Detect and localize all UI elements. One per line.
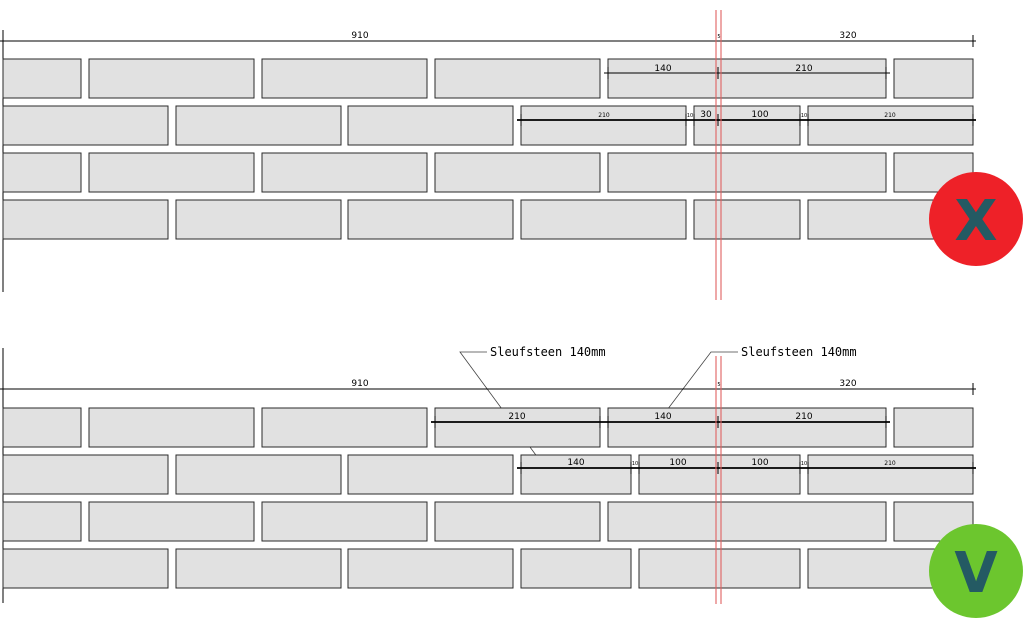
brick-row-2 — [2, 105, 974, 146]
brick — [2, 199, 169, 240]
right-badge-letter: V — [954, 541, 998, 606]
brick — [2, 407, 82, 448]
dim-row1-a: 210 — [508, 412, 525, 422]
wrong-badge: X — [929, 172, 1023, 266]
brick — [693, 105, 801, 146]
dim-total: 910 — [351, 379, 368, 389]
row1-dimension: 210 140 210 — [431, 412, 890, 428]
brick — [347, 199, 514, 240]
brick — [2, 454, 169, 495]
brick — [638, 454, 801, 495]
brick — [175, 105, 342, 146]
brick — [434, 501, 601, 542]
dim-row2-f: 210 — [884, 460, 896, 467]
dim-small: 5 — [717, 34, 720, 40]
brick — [434, 407, 601, 448]
slot-brick-note-right: Sleufsteen 140mm — [660, 345, 857, 419]
wrong-example: 910 320 5 140 210 210 10 30 100 — [0, 10, 1023, 300]
brick — [175, 548, 342, 589]
brick — [88, 501, 255, 542]
brick — [2, 548, 169, 589]
brick — [88, 58, 255, 99]
dim-row2-b: 10 — [632, 461, 638, 467]
row1-dimension: 140 210 — [604, 64, 890, 79]
dim-row2-d: 100 — [751, 458, 768, 468]
brick — [347, 548, 514, 589]
brick — [893, 58, 974, 99]
brick — [261, 501, 428, 542]
brick — [2, 105, 169, 146]
brick — [347, 454, 514, 495]
dim-row2-c: 30 — [700, 110, 712, 120]
brick — [261, 407, 428, 448]
dim-row1-right: 210 — [795, 64, 812, 74]
brick-row-4 — [2, 548, 974, 589]
dim-right-total: 320 — [839, 31, 856, 41]
right-badge: V — [929, 524, 1023, 618]
dim-row2-a: 140 — [567, 458, 584, 468]
overall-dimension: 910 320 5 — [0, 31, 976, 47]
brick-row-1 — [2, 58, 974, 99]
brick — [175, 199, 342, 240]
dim-row1-b: 140 — [654, 412, 671, 422]
brick — [693, 199, 801, 240]
overall-dimension: 910 320 5 — [0, 379, 976, 395]
brick — [807, 105, 974, 146]
brick — [434, 58, 601, 99]
brick — [893, 407, 974, 448]
brick-row-1 — [2, 407, 974, 448]
brick — [607, 407, 887, 448]
wrong-badge-circle — [929, 172, 1023, 266]
note-right-text: Sleufsteen 140mm — [741, 345, 857, 359]
brick — [2, 152, 82, 193]
brick — [638, 548, 801, 589]
brick — [607, 58, 887, 99]
brick-row-2 — [2, 454, 974, 495]
brick — [88, 152, 255, 193]
dim-total: 910 — [351, 31, 368, 41]
dim-right-total: 320 — [839, 379, 856, 389]
brick — [520, 454, 632, 495]
brick — [261, 58, 428, 99]
wrong-badge-letter: X — [954, 189, 997, 254]
dim-small: 5 — [717, 382, 720, 388]
dim-row2-e: 10 — [801, 461, 807, 467]
brick — [607, 152, 887, 193]
note-left-text: Sleufsteen 140mm — [490, 345, 606, 359]
brick — [261, 152, 428, 193]
right-example: Sleufsteen 140mm Sleufsteen 140mm — [0, 345, 1023, 618]
brick — [607, 501, 887, 542]
brick — [347, 105, 514, 146]
dim-row2-c: 100 — [669, 458, 686, 468]
dim-row1-left: 140 — [654, 64, 671, 74]
brick — [520, 199, 687, 240]
dim-row2-d: 100 — [751, 110, 768, 120]
dim-row1-c: 210 — [795, 412, 812, 422]
dim-row2-e: 10 — [801, 113, 807, 119]
row2-dimension: 210 10 30 100 10 210 — [517, 110, 976, 126]
dim-row2-a: 210 — [598, 112, 610, 119]
brick-row-3 — [2, 152, 974, 193]
brick-row-4 — [2, 199, 974, 240]
dim-row2-f: 210 — [884, 112, 896, 119]
right-badge-circle — [929, 524, 1023, 618]
brick — [520, 548, 632, 589]
brick-row-3 — [2, 501, 974, 542]
brick — [2, 501, 82, 542]
brick — [175, 454, 342, 495]
brick — [2, 58, 82, 99]
brick — [88, 407, 255, 448]
row2-dimension: 140 10 100 100 10 210 — [517, 458, 976, 474]
brick — [434, 152, 601, 193]
dim-row2-b: 10 — [687, 113, 693, 119]
brick — [807, 454, 974, 495]
